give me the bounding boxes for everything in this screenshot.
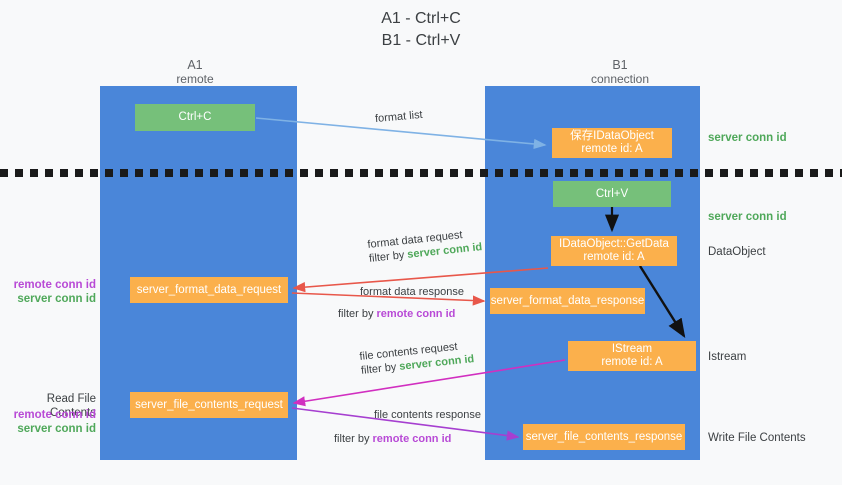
annotation-server-conn-id-top: server conn id <box>708 132 787 144</box>
edge-label-file-contents-response-filter: filter by remote conn id <box>334 432 481 446</box>
node-getdata-label: IDataObject::GetData <box>559 238 669 250</box>
phase-divider <box>0 169 842 177</box>
node-save-idataobject[interactable]: 保存IDataObject remote id: A <box>552 128 672 158</box>
title-line-2: B1 - Ctrl+V <box>381 32 461 49</box>
node-istream[interactable]: IStream remote id: A <box>568 341 696 371</box>
edge-label-format-list: format list <box>374 108 424 126</box>
column-header-b1-name: B1 <box>612 58 628 72</box>
column-header-b1: B1 connection <box>540 58 700 86</box>
filter-value-remote-conn-id: remote conn id <box>372 433 452 445</box>
annotation-dataobject: DataObject <box>708 246 766 258</box>
node-save-idataobject-subtitle: remote id: A <box>581 143 643 155</box>
node-istream-label: IStream <box>611 343 653 355</box>
node-server-format-data-response-label: server_format_data_response <box>490 294 645 307</box>
filter-prefix: filter by <box>360 360 400 377</box>
edge-label-format-list-text: format list <box>374 108 424 126</box>
annotation-remote-conn-id: remote conn id <box>13 409 96 421</box>
edge-label-file-contents-response: file contents response filter by remote … <box>334 408 482 446</box>
node-ctrl-v[interactable]: Ctrl+V <box>553 181 671 207</box>
column-header-a1-name: A1 <box>187 58 203 72</box>
node-save-idataobject-label: 保存IDataObject <box>570 130 654 142</box>
node-idataobject-getdata[interactable]: IDataObject::GetData remote id: A <box>551 236 677 266</box>
filter-prefix: filter by <box>334 433 373 445</box>
edge-label-format-data-request: format data request filter by server con… <box>367 226 483 266</box>
edge-label-format-data-response-text: format data response <box>360 286 464 298</box>
annotation-conn-ids-upper: remote conn id server conn id <box>8 278 96 306</box>
node-ctrl-v-label: Ctrl+V <box>595 187 629 200</box>
annotation-read-file-contents: Read File Contents <box>46 393 96 419</box>
annotation-istream: Istream <box>708 351 747 363</box>
node-getdata-subtitle: remote id: A <box>583 251 645 263</box>
edge-label-file-contents-response-text: file contents response <box>374 409 482 421</box>
filter-prefix: filter by <box>338 308 377 320</box>
node-server-format-data-request[interactable]: server_format_data_request <box>130 277 288 303</box>
annotation-server-conn-id: server conn id <box>17 423 96 435</box>
title-line-1: A1 - Ctrl+C <box>381 10 461 27</box>
column-header-b1-sub: connection <box>590 72 650 86</box>
node-server-file-contents-response-label: server_file_contents_response <box>525 430 683 443</box>
node-server-format-data-response[interactable]: server_format_data_response <box>490 288 645 314</box>
node-ctrl-c[interactable]: Ctrl+C <box>135 104 255 131</box>
edge-label-file-contents-request: file contents request filter by server c… <box>359 338 475 378</box>
filter-value-remote-conn-id: remote conn id <box>376 308 456 320</box>
node-server-format-data-request-label: server_format_data_request <box>136 283 282 296</box>
node-server-file-contents-response[interactable]: server_file_contents_response <box>523 424 685 450</box>
filter-prefix: filter by <box>368 248 408 265</box>
node-server-file-contents-request-label: server_file_contents_request <box>135 398 283 411</box>
node-server-file-contents-request[interactable]: server_file_contents_request <box>130 392 288 418</box>
page-title: A1 - Ctrl+C B1 - Ctrl+V <box>0 8 842 52</box>
annotation-server-conn-id-mid: server conn id <box>708 211 787 223</box>
annotation-conn-ids-lower: remote conn id server conn id <box>8 408 96 436</box>
node-istream-subtitle: remote id: A <box>601 356 663 368</box>
annotation-server-conn-id: server conn id <box>17 293 96 305</box>
edge-label-format-data-response: format data response filter by remote co… <box>338 285 464 321</box>
column-header-a1-sub: remote <box>176 72 214 86</box>
annotation-remote-conn-id: remote conn id <box>13 279 96 291</box>
edge-label-format-data-response-filter: filter by remote conn id <box>338 307 464 321</box>
node-ctrl-c-label: Ctrl+C <box>178 111 212 123</box>
annotation-write-file-contents: Write File Contents <box>708 432 806 444</box>
column-header-a1: A1 remote <box>130 58 260 86</box>
